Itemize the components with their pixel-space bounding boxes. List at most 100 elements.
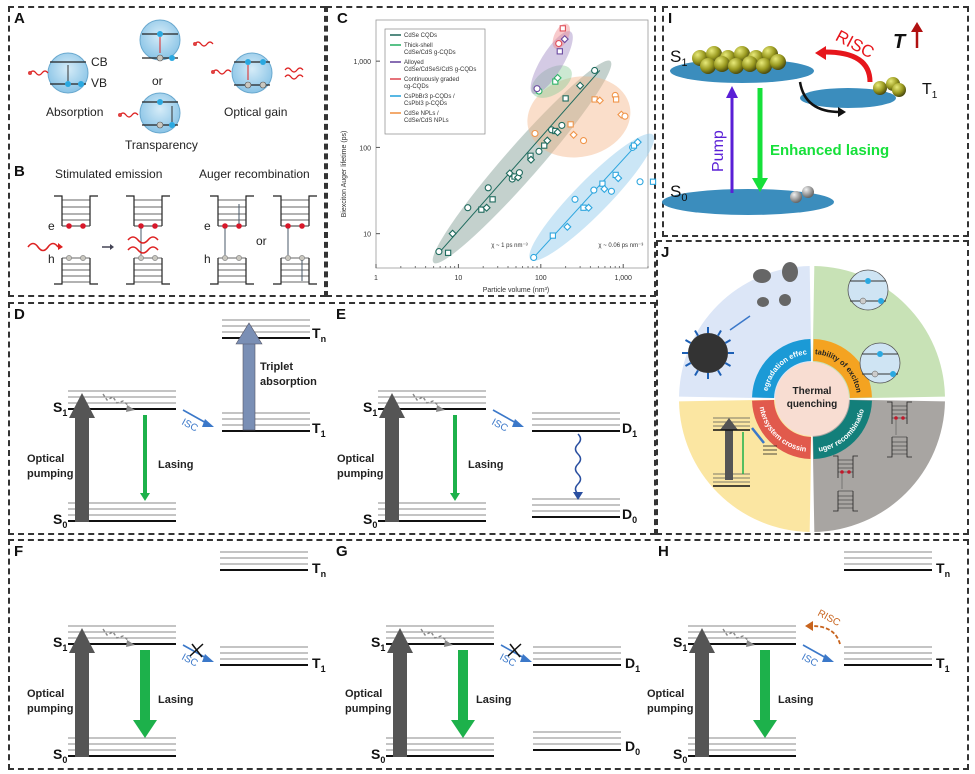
data-point bbox=[599, 180, 606, 187]
s1-label: S1 bbox=[363, 399, 377, 418]
tn-label: Tn bbox=[312, 560, 326, 579]
h-label-2: h bbox=[204, 252, 211, 266]
nanoparticle-icon bbox=[688, 333, 728, 373]
data-point bbox=[559, 25, 566, 32]
data-point bbox=[595, 96, 604, 105]
data-point bbox=[435, 248, 443, 256]
s0-exciton bbox=[802, 186, 814, 198]
panel-a-diagram: CB VB Absorption or Transparency bbox=[28, 19, 304, 152]
hole bbox=[152, 255, 158, 261]
y-tick-label: 1,000 bbox=[353, 59, 371, 66]
data-point bbox=[489, 196, 496, 203]
data-point bbox=[562, 95, 569, 102]
data-point bbox=[448, 229, 457, 238]
electron bbox=[299, 223, 305, 229]
relaxation-arrow bbox=[102, 628, 130, 642]
cqd-cluster bbox=[432, 60, 612, 264]
data-point bbox=[558, 121, 566, 129]
data-point bbox=[633, 138, 642, 147]
s1-label: S1 bbox=[53, 634, 67, 653]
enhanced-lasing-label: Enhanced lasing bbox=[770, 142, 889, 159]
optical-pumping-label: Optical bbox=[337, 453, 374, 465]
lasing-arrow bbox=[458, 650, 468, 720]
valence-well bbox=[54, 258, 98, 285]
lasing-arrow bbox=[760, 650, 770, 720]
absorption-bubble bbox=[28, 52, 89, 94]
isc-label: ISC bbox=[180, 417, 200, 435]
data-point bbox=[444, 249, 452, 256]
npl-cluster bbox=[527, 76, 631, 158]
cb-label: CB bbox=[91, 55, 108, 69]
t1-exciton bbox=[892, 83, 906, 97]
electron bbox=[138, 223, 144, 229]
legend-entry-line2: CdSe/CdS g-CQDs bbox=[404, 50, 456, 56]
data-point bbox=[531, 129, 539, 138]
data-point bbox=[567, 121, 574, 128]
panel-label-c: C bbox=[337, 10, 348, 27]
legend-entry-line2: CsPbI3 p-CQDs bbox=[404, 101, 447, 107]
photon-wave-out-1 bbox=[127, 236, 159, 244]
s1-exciton bbox=[770, 54, 786, 70]
transparency-bubble bbox=[118, 92, 181, 134]
panel-label-h: H bbox=[658, 543, 669, 560]
e-label-2: e bbox=[204, 219, 211, 233]
data-point bbox=[571, 195, 579, 203]
d1-label: D1 bbox=[625, 655, 640, 674]
lasing-label: Lasing bbox=[158, 694, 193, 706]
s1-label: S1 bbox=[53, 399, 67, 418]
temperature-label: T bbox=[893, 31, 907, 53]
emission-bubble bbox=[139, 19, 214, 62]
x-tick-label: 1,000 bbox=[614, 275, 632, 282]
hole bbox=[66, 255, 72, 261]
panel-a-b-frame bbox=[8, 6, 326, 297]
data-point bbox=[464, 204, 472, 212]
x-axis-label: Particle volume (nm³) bbox=[483, 287, 550, 294]
electron bbox=[285, 223, 291, 229]
s0-label: S0 bbox=[53, 746, 67, 765]
legend-entry-line2: cg-CQDs bbox=[404, 84, 429, 90]
annotation-cqd: χ ~ 1 ps nm⁻³ bbox=[491, 243, 528, 249]
optical-pumping-arrow bbox=[75, 651, 89, 757]
degradation-arrow bbox=[729, 315, 751, 331]
data-point bbox=[530, 253, 538, 262]
data-point bbox=[649, 178, 657, 185]
isc-label: ISC bbox=[498, 652, 518, 670]
legend-entry: CsPbBr3 p-CQDs / bbox=[404, 94, 455, 100]
data-point bbox=[535, 147, 543, 155]
s1-exciton bbox=[742, 56, 758, 72]
lasing-arrow bbox=[143, 415, 147, 493]
gain-bubble bbox=[211, 52, 304, 94]
data-point bbox=[555, 39, 563, 48]
panel-label-e: E bbox=[336, 306, 347, 323]
risc-label: RISC bbox=[816, 608, 842, 629]
center-label-1: Thermal bbox=[793, 386, 832, 397]
lasing-arrow bbox=[140, 650, 150, 720]
isc-arrow bbox=[182, 409, 209, 425]
fragment-icon bbox=[782, 262, 798, 282]
x-tick-label: 1 bbox=[374, 275, 378, 282]
lasing-label: Lasing bbox=[778, 694, 813, 706]
exciton-bubble-icon bbox=[847, 269, 889, 311]
vb-label: VB bbox=[91, 76, 107, 90]
optical-pumping-label-2: pumping bbox=[27, 468, 73, 480]
data-point bbox=[560, 34, 569, 44]
annotation-perovskite: χ ~ 0.06 ps nm⁻³ bbox=[598, 243, 643, 249]
conduction-well bbox=[273, 195, 317, 226]
panel-j-frame bbox=[656, 240, 969, 535]
stimulated-emission-label: Stimulated emission bbox=[55, 167, 162, 181]
relaxation-arrow bbox=[722, 628, 750, 642]
data-point bbox=[607, 187, 616, 195]
hole bbox=[80, 255, 86, 261]
valence-well bbox=[210, 258, 254, 285]
lasing-label: Lasing bbox=[468, 459, 503, 471]
absorption-label: Absorption bbox=[46, 105, 103, 119]
data-point bbox=[621, 112, 629, 120]
optical-pumping-label: Optical bbox=[27, 453, 64, 465]
t1-label: T1 bbox=[312, 420, 326, 439]
data-point bbox=[553, 73, 562, 83]
risc-arrow bbox=[811, 625, 841, 645]
data-point bbox=[630, 142, 638, 149]
t1-disc bbox=[800, 88, 896, 108]
triplet-absorption-arrow bbox=[242, 341, 256, 431]
risc-curve bbox=[824, 49, 873, 83]
